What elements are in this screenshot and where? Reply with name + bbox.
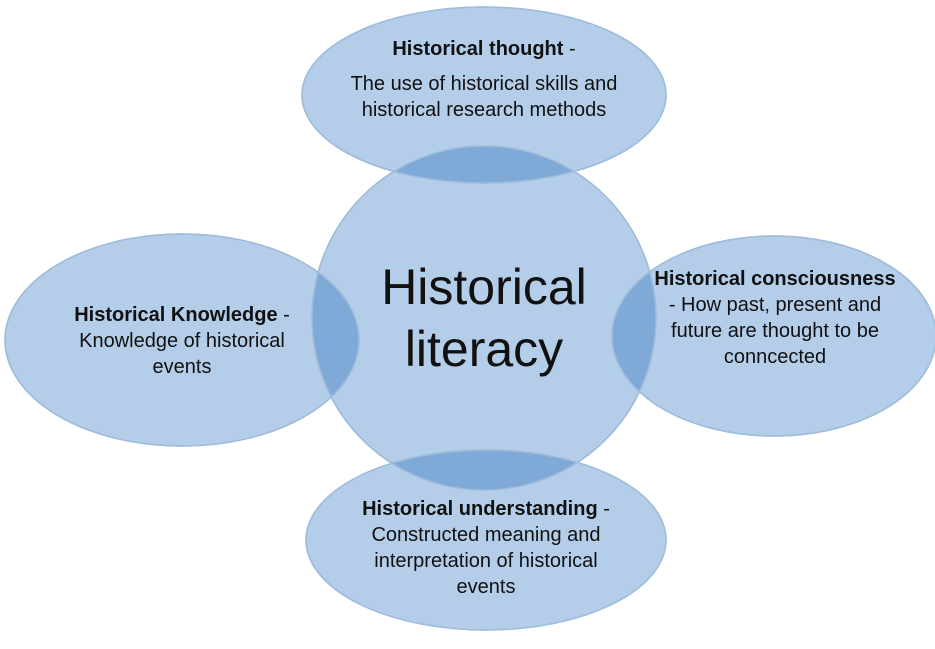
thought-dash: - xyxy=(563,38,576,60)
knowledge-body: Knowledge of historical events xyxy=(79,330,285,378)
center-label: Historical literacy xyxy=(334,256,634,380)
center-circle-outline xyxy=(311,145,657,491)
center-label-line1: Historical xyxy=(381,259,587,315)
knowledge-dash: - xyxy=(277,304,290,326)
knowledge-title: Historical Knowledge xyxy=(74,304,278,326)
thought-ellipse-outline xyxy=(301,6,667,184)
center-label-line2: literacy xyxy=(404,321,564,377)
knowledge-ellipse-outline xyxy=(4,233,360,447)
thought-label: Historical thought - The use of historic… xyxy=(350,36,618,123)
understanding-title: Historical understanding xyxy=(362,498,598,520)
consciousness-ellipse-outline xyxy=(611,235,935,437)
thought-heading: Historical thought - xyxy=(350,36,618,62)
consciousness-label: Historical consciousness - How past, pre… xyxy=(650,266,900,370)
understanding-body: - Constructed meaning and interpretation… xyxy=(371,498,610,598)
consciousness-title: Historical consciousness xyxy=(654,268,896,290)
thought-title: Historical thought xyxy=(392,38,564,60)
understanding-label: Historical understanding - Constructed m… xyxy=(354,496,618,600)
consciousness-body: - How past, present and future are thoug… xyxy=(668,294,882,368)
understanding-ellipse-outline xyxy=(305,449,667,631)
knowledge-label: Historical Knowledge - Knowledge of hist… xyxy=(56,302,308,380)
thought-body: The use of historical skills and histori… xyxy=(350,73,618,121)
